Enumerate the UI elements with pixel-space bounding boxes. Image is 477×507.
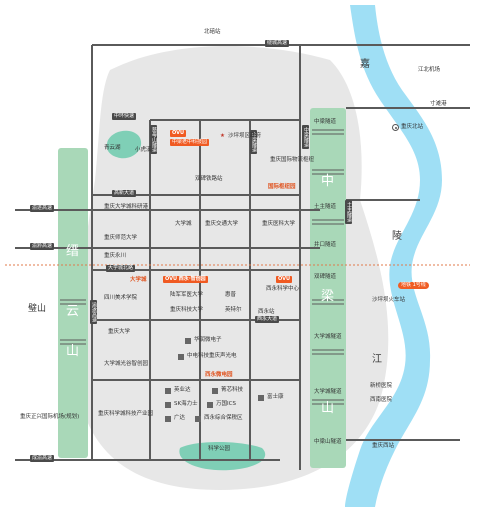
building-icon-fushikang	[258, 395, 264, 401]
label-jiangbei-airport: 江北机场	[418, 67, 441, 73]
zhongliang-mountain	[310, 108, 346, 468]
road-label-zhongliang-r: 中梁隧道	[302, 125, 309, 149]
station-icon	[392, 124, 399, 131]
label-tuzhu-tunnel: 土主隧道	[314, 204, 337, 210]
label-jia: 嘉	[360, 59, 370, 70]
label-zonghe: 西永综合保税区	[204, 415, 243, 421]
label-medical-univ: 重庆医科大学	[262, 221, 296, 227]
building-icon-huarun	[185, 338, 191, 344]
jinyun-mountain	[58, 148, 88, 458]
label-shapingba-gov: 沙坪坝区政府	[228, 133, 262, 139]
label-shan-east: 山	[321, 401, 335, 416]
label-xiyong-weidian: 西永微电园	[205, 372, 233, 378]
label-daxuecheng-tunnel: 大学城隧道	[314, 334, 342, 340]
label-university-town: 大学城	[175, 221, 192, 227]
label-zhongdian: 中电科技重庆声光电	[187, 353, 237, 359]
metro-line-badge: 地铁 1号线	[398, 282, 429, 289]
label-intl-logistics: 重庆国际物流枢纽	[270, 157, 315, 163]
label-kexue-park: 科学公园	[208, 446, 231, 452]
label-xiyong-station: 西永站	[258, 309, 275, 315]
label-baxian: 重庆科技大学	[170, 307, 204, 313]
building-icon-sk	[165, 402, 171, 408]
road-label-ring: 绕城高速	[265, 40, 290, 47]
label-ling: 陵	[392, 231, 402, 242]
label-yun: 云	[66, 304, 80, 319]
label-lujun: 陆军军医大学	[170, 292, 204, 298]
label-qingyun-lake: 青云湖	[104, 145, 121, 151]
qingyun-lake	[106, 130, 142, 159]
building-icon-zhongdian	[178, 354, 184, 360]
label-jingkou-tunnel: 井口隧道	[314, 242, 337, 248]
ovu-zhongliang-sub: 中梁老中科技园	[170, 139, 210, 146]
label-yingyeda: 英业达	[174, 387, 191, 393]
road-label-xiyong: 西永大道	[255, 316, 280, 323]
ovu-xiyong-badge: OVU 西永·智创园	[163, 276, 208, 283]
label-shaping-station: 沙坪坝火车站	[372, 297, 406, 303]
label-sichuan-arts: 四川美术学院	[104, 295, 138, 301]
label-beibei-station: 北碚站	[204, 29, 221, 35]
label-sci-park: 重庆科学城科技产业园	[98, 411, 154, 417]
road-label-gaoxin: 高新大道	[112, 190, 137, 197]
road-label-chengyu: 成渝高速	[30, 455, 55, 462]
label-shan-west: 山	[66, 344, 80, 359]
label-huarun: 华润微电子	[194, 337, 222, 343]
label-zhong: 中	[321, 174, 335, 189]
jialing-river	[345, 5, 442, 507]
ovu-zhongliang-badge: OVU	[170, 130, 187, 137]
road-label-yuqian: 渝黔高速	[30, 243, 55, 250]
label-intel: 英特尔	[225, 307, 242, 313]
label-fushikang: 富士康	[267, 394, 284, 400]
label-wanguo: 万国ICS	[216, 401, 236, 407]
label-cuntan: 寸滩港	[430, 101, 447, 107]
label-chongqing-west: 重庆西站	[372, 443, 395, 449]
label-shuangbei-tunnel: 双碑隧道	[314, 274, 337, 280]
ovu-sci-badge: OVU	[276, 276, 293, 283]
building-icon-yingyeda	[165, 388, 171, 394]
label-sk: SK海力士	[174, 401, 198, 407]
label-jiang: 江	[372, 354, 382, 365]
star-icon: ★	[220, 133, 225, 139]
label-bishan: 璧山	[28, 304, 47, 314]
road-label-zhonghuan: 中环快速	[112, 113, 137, 120]
label-hp: 惠普	[225, 292, 237, 298]
label-yuanlan-tunnel: 大学城隧道	[314, 389, 342, 395]
road-label-yusui: 渝遂高速	[30, 205, 55, 212]
building-icon-jiuren	[212, 388, 218, 394]
label-sci-center: 西永科学中心	[266, 286, 300, 292]
label-guangda: 广达	[174, 415, 186, 421]
road-label-tuzhu: 土主隧道	[345, 200, 352, 224]
label-zhongliang-tunnel: 中梁隧道	[314, 119, 337, 125]
label-liang: 梁	[321, 289, 335, 304]
label-yongchuan: 重庆永川	[104, 253, 127, 259]
label-daxuecheng: 大学城	[130, 277, 147, 283]
label-shuangbei-rail: 双碑铁路站	[195, 176, 223, 182]
label-jinyun: 缙	[66, 244, 80, 259]
label-sci-industry: 重庆大学城科研港	[104, 204, 149, 210]
label-intl-hub: 国际枢纽园	[268, 184, 296, 190]
label-bishan-airport: 重庆正兴国际机场(规划)	[20, 414, 80, 420]
label-jiuren: 菁芯科技	[221, 387, 244, 393]
label-huxi: 小虎溪	[135, 147, 152, 153]
label-zhongliang-s-tunnel: 中梁山隧道	[314, 439, 342, 445]
building-icon-zonghe	[195, 416, 201, 422]
label-chongqing-univ: 重庆大学	[108, 329, 131, 335]
label-dadu: 大学城光谷智创园	[104, 361, 149, 367]
building-icon-guangda	[165, 416, 171, 422]
label-chongqing-north: 重庆北站	[401, 124, 424, 130]
label-xinan: 西南医院	[370, 397, 393, 403]
road-label-daxue-north: 大学城北路	[106, 265, 136, 272]
road-label-zhongliang-v: 中梁隧道	[250, 130, 257, 154]
label-jiaotong-univ: 重庆交通大学	[205, 221, 239, 227]
tunnel-hatches	[60, 129, 344, 405]
building-icon-wanguo	[207, 402, 213, 408]
label-xinqiao: 新桥医院	[370, 383, 393, 389]
road-label-cigong: 慈母山隧道	[150, 125, 157, 154]
label-chongqing-normal: 重庆师范大学	[104, 235, 138, 241]
road-label-huanshan: 渝遂高速	[90, 300, 97, 324]
